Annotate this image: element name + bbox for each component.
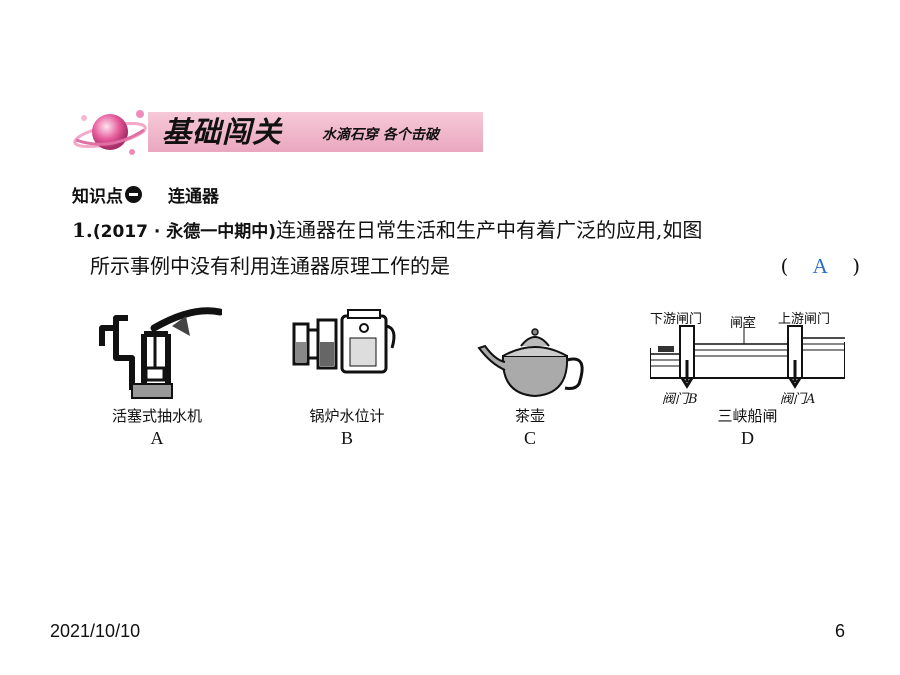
answer-bracket: ( A ) [780,254,860,278]
label-upstream-gate: 上游闸门 [778,312,831,327]
planet-icon [73,110,147,155]
figure-a-letter: A [150,428,164,448]
figure-d: 下游闸门 闸室 上游闸门 阀门B 阀门A 三峡船闸 D [650,298,845,450]
figure-d-caption: 三峡船闸 [717,407,778,425]
question-line-2: 所示事例中没有利用连通器原理工作的是 ( A ) [72,249,862,283]
question-text-2: 所示事例中没有利用连通器原理工作的是 [90,254,450,278]
label-valve-a: 阀门A [780,392,816,407]
section-number-badge [125,186,142,203]
figure-a: 活塞式抽水机 A [92,298,222,450]
figure-b: 锅炉水位计 B [282,298,412,450]
question-1: 1.(2017 · 永德一中期中)连通器在日常生活和生产中有着广泛的应用,如图 … [72,213,862,283]
figure-c-letter: C [523,428,536,448]
boiler-gauge-image [292,309,396,374]
ship-lock-diagram: 下游闸门 闸室 上游闸门 阀门B 阀门A [650,298,845,407]
section-topic: 连通器 [168,187,219,207]
figure-b-caption: 锅炉水位计 [309,407,385,425]
piston-pump-image [99,307,222,399]
page-number: 6 [835,621,846,641]
answer-value: A [812,254,828,278]
figure-c-caption: 茶壶 [514,407,545,425]
footer-date: 2021/10/10 [50,621,141,641]
banner-motto: 水滴石穿 各个击破 [322,127,439,143]
figure-b-letter: B [340,428,353,448]
label-valve-b: 阀门B [662,392,698,407]
question-text-1: 连通器在日常生活和生产中有着广泛的应用,如图 [276,218,703,242]
question-line-1: 1.(2017 · 永德一中期中)连通器在日常生活和生产中有着广泛的应用,如图 [72,213,862,249]
figure-a-caption: 活塞式抽水机 [111,407,202,425]
question-number: 1. [72,218,93,242]
banner-title: 基础闯关 [162,115,283,149]
section-label: 知识点 [72,187,123,207]
figure-d-letter: D [741,428,754,448]
label-chamber: 闸室 [730,316,757,331]
banner-strip [148,112,483,152]
question-source: (2017 · 永德一中期中) [92,222,277,242]
section-heading: 知识点 一 连通器 [72,182,219,207]
section-banner: 基础闯关 水滴石穿 各个击破 [70,102,483,162]
figure-c: 茶壶 C [465,298,595,450]
teapot-image [477,328,584,398]
label-downstream-gate: 下游闸门 [650,312,703,327]
